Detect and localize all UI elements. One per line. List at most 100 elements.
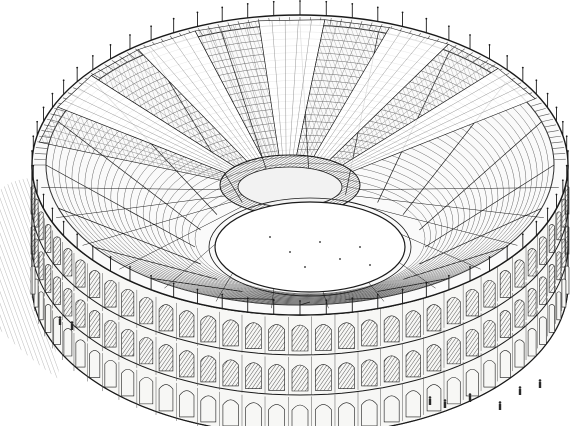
mast-top <box>401 288 404 291</box>
velarium-rope <box>84 81 233 169</box>
mast-top <box>196 288 199 291</box>
velarium-masts <box>31 0 569 315</box>
support-rope <box>119 206 242 270</box>
mast-top <box>91 245 94 248</box>
facade-arch <box>514 259 525 288</box>
mast-top <box>31 150 33 152</box>
facade-arch <box>45 264 52 293</box>
facade-arch <box>245 402 262 426</box>
support-rope <box>82 201 232 246</box>
mast-top <box>488 256 491 258</box>
velarium-rope <box>292 19 312 156</box>
facade-arch <box>465 328 479 357</box>
mast-top <box>555 193 558 196</box>
velarium-rope <box>128 54 245 163</box>
arena-figure <box>289 251 291 253</box>
facade-arch <box>45 224 52 253</box>
mast-top <box>42 106 45 109</box>
velarium-rope <box>64 100 228 172</box>
radial-aisle <box>419 207 542 265</box>
mast-top <box>447 25 450 28</box>
mast-top <box>109 256 112 258</box>
facade-arch <box>483 279 496 308</box>
radial-aisle <box>94 246 218 280</box>
mast-top <box>42 193 45 196</box>
facade-arch <box>514 299 525 328</box>
facade-arch <box>179 310 195 338</box>
facade-arch <box>30 185 36 215</box>
mast-top <box>32 164 35 167</box>
velarium-rope <box>350 92 528 171</box>
mast-top <box>565 164 568 167</box>
facade-arch <box>139 337 154 365</box>
podium-wall <box>208 197 412 297</box>
support-rope <box>359 187 559 190</box>
mast-top <box>546 92 549 95</box>
facade-arch <box>405 390 421 418</box>
facade-arch <box>383 395 400 423</box>
facade-arch <box>139 297 154 325</box>
mast-top <box>535 79 538 82</box>
facade-arch <box>527 288 537 317</box>
mast-top <box>51 207 54 210</box>
arena-figure <box>339 258 341 260</box>
facade-arch <box>200 355 217 383</box>
facade-arch <box>291 364 309 392</box>
facade-arch <box>30 225 36 255</box>
support-rope <box>56 195 225 218</box>
mast-top <box>555 106 558 109</box>
facade-arch <box>75 259 86 288</box>
mast-top <box>272 0 275 3</box>
velarium-rope <box>339 63 489 165</box>
velarium-rope <box>271 20 283 156</box>
mast-top <box>150 274 153 277</box>
facade-arch <box>539 236 547 265</box>
mast-top <box>109 44 112 46</box>
facade-arch <box>89 350 101 378</box>
radial-aisle <box>150 277 243 292</box>
facade-arch <box>383 355 400 383</box>
mast-top <box>546 207 549 210</box>
ground-figure <box>518 389 522 395</box>
mast-top <box>521 233 524 236</box>
facade-arch <box>222 319 239 347</box>
facade-arch <box>89 270 101 298</box>
outer-facade <box>30 164 570 426</box>
velarium-rope <box>306 24 364 157</box>
mast-top <box>172 17 175 20</box>
ground-figure-head <box>428 396 432 399</box>
mast-top <box>565 135 568 138</box>
facade-arch <box>63 328 73 357</box>
facade-arch <box>338 322 355 350</box>
facade-arch <box>383 315 400 343</box>
ground-figure-head <box>498 401 502 404</box>
facade-arch <box>446 297 461 325</box>
facade-arch <box>426 344 442 372</box>
radial-aisle <box>402 246 506 280</box>
facade-arch <box>53 236 61 265</box>
ground-figure-head <box>468 393 472 396</box>
gallery-column <box>538 113 550 117</box>
mast-top <box>506 245 509 248</box>
mast-top <box>469 266 471 268</box>
velarium-rope <box>100 70 238 166</box>
ground-figure <box>70 324 74 330</box>
facade-arch <box>268 404 285 426</box>
facade-cornice <box>31 244 569 396</box>
velarium-rope <box>119 59 243 164</box>
velarium-rope <box>319 34 414 159</box>
velarium-rope <box>316 30 402 158</box>
gallery-column <box>541 118 554 123</box>
mast-top <box>62 79 65 82</box>
mast-top <box>376 6 379 9</box>
facade-arch <box>121 288 135 317</box>
gallery-column <box>35 147 48 149</box>
mast-top <box>521 66 524 69</box>
facade-arch <box>338 402 355 426</box>
mast-top <box>172 282 175 285</box>
facade-arch <box>200 395 217 423</box>
ground-figure-head <box>58 316 62 319</box>
facade-arch <box>45 304 52 333</box>
facade-arch <box>483 359 496 388</box>
